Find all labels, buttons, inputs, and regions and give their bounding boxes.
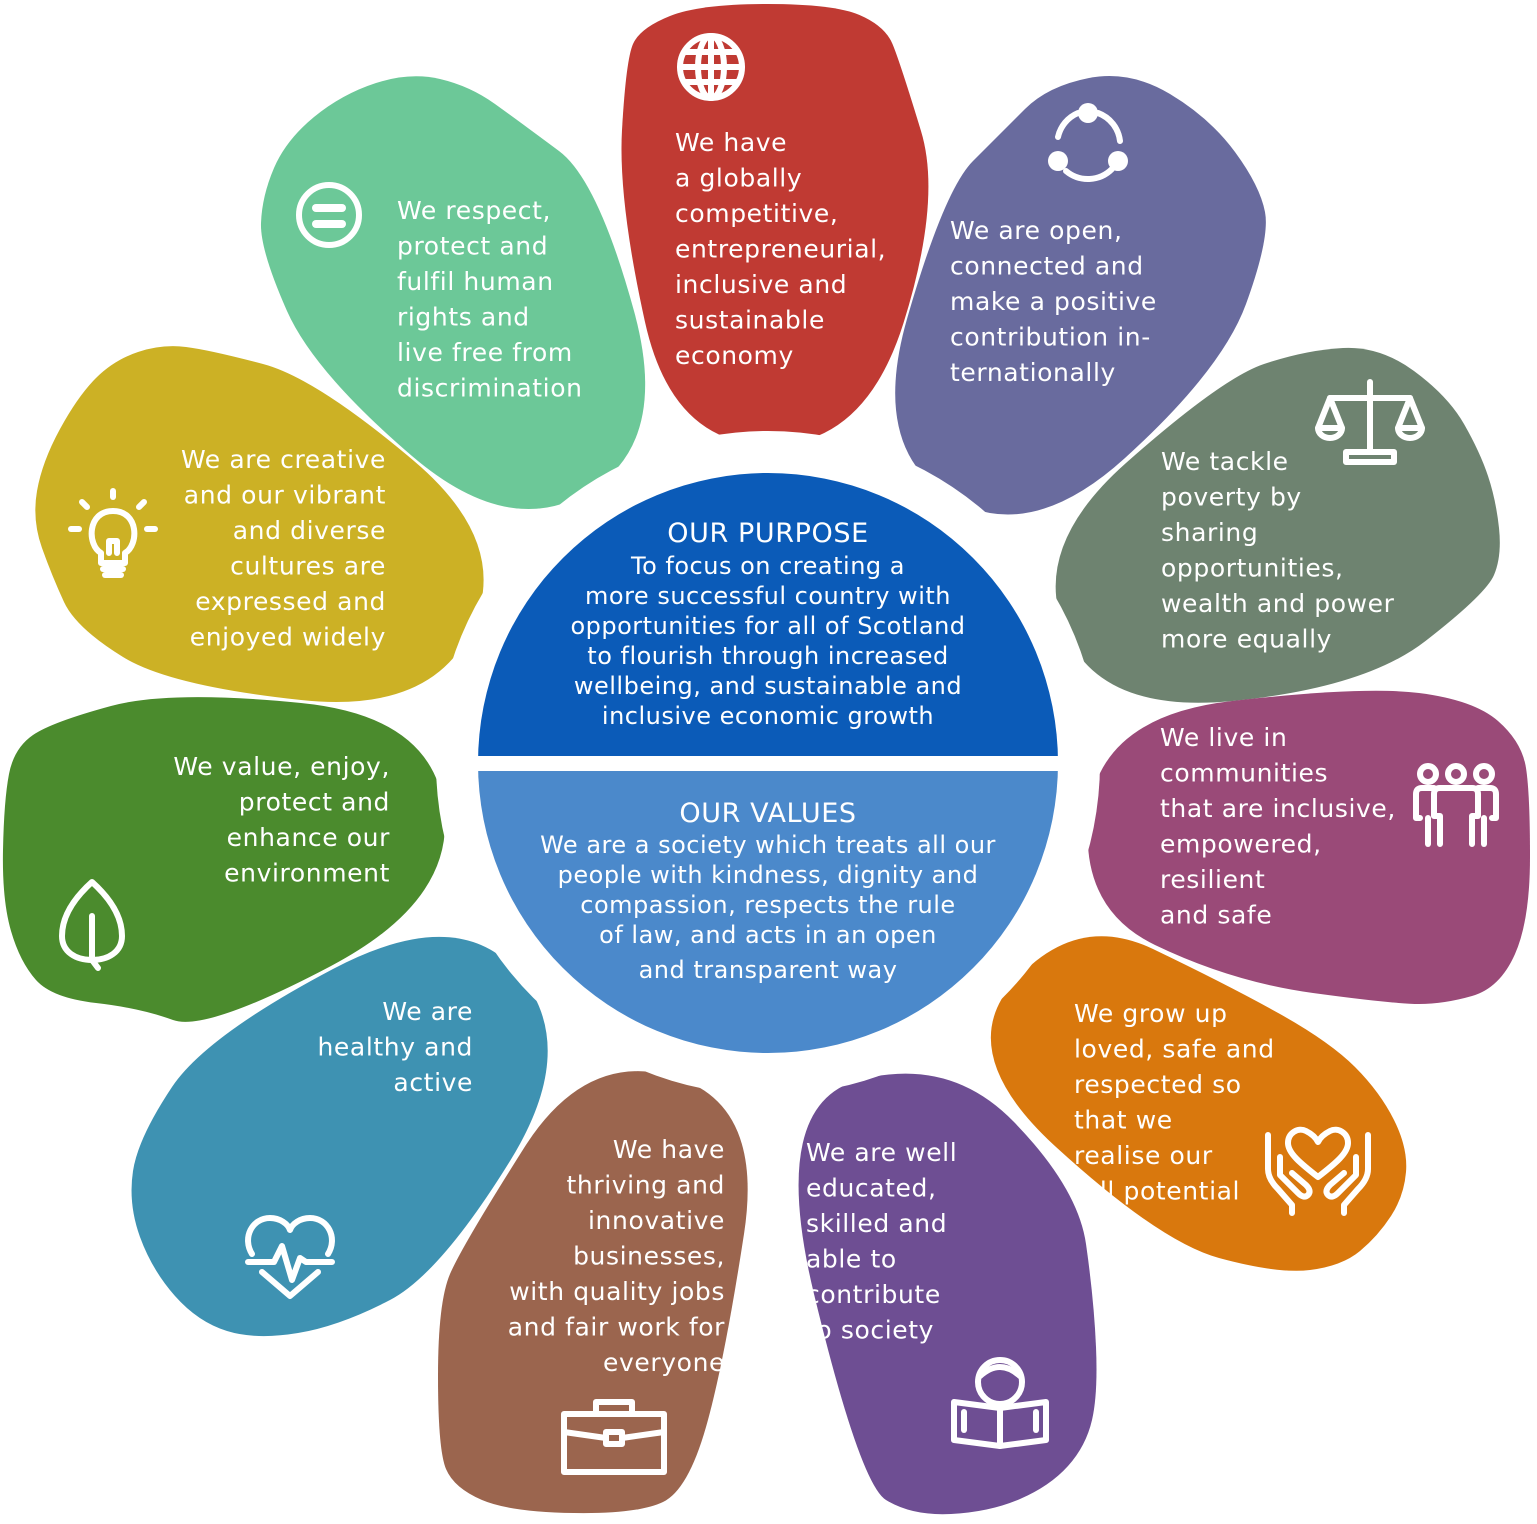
- petal-communities-line: communities: [1160, 759, 1328, 788]
- petal-culture-line: We are creative: [181, 445, 386, 474]
- petal-international: [895, 76, 1266, 515]
- petal-human-rights-line: protect and: [397, 232, 548, 261]
- values-line: We are a society which treats all our: [540, 831, 996, 859]
- petal-communities-line: that are inclusive,: [1160, 794, 1396, 823]
- petal-economy-line: entrepreneurial,: [675, 235, 886, 264]
- petal-culture-line: expressed and: [195, 587, 386, 616]
- globe-icon: [677, 33, 745, 101]
- petal-fair-work-line: innovative: [588, 1206, 725, 1235]
- petal-fair-work-line: and fair work for: [508, 1313, 725, 1342]
- petal-environment-line: enhance our: [227, 823, 390, 852]
- petal-economy-line: economy: [675, 341, 794, 370]
- petal-international-line: make a positive: [950, 287, 1157, 316]
- petal-human-rights-line: discrimination: [397, 374, 583, 403]
- purpose-line: opportunities for all of Scotland: [570, 612, 965, 640]
- values-panel: [478, 771, 1058, 1053]
- petal-children-line: loved, safe and: [1074, 1035, 1275, 1064]
- heartbeat-icon: [245, 1215, 335, 1299]
- petal-fair-work: [438, 1071, 748, 1514]
- petal-economy: [621, 4, 929, 446]
- petal-poverty-line: We tackle: [1161, 447, 1289, 476]
- people-icon: [1413, 763, 1499, 847]
- petal-culture-line: enjoyed widely: [190, 623, 386, 652]
- petal-education-line: contribute: [806, 1280, 941, 1309]
- purpose-panel: [478, 473, 1058, 756]
- values-title: OUR VALUES: [679, 798, 856, 829]
- petal-poverty-line: wealth and power: [1161, 589, 1395, 618]
- purpose-title: OUR PURPOSE: [667, 518, 869, 549]
- petal-health-line: active: [393, 1068, 473, 1097]
- petal-human-rights: [260, 76, 646, 510]
- purpose-line: inclusive economic growth: [602, 702, 934, 730]
- petal-communities-line: empowered,: [1160, 830, 1322, 859]
- petal-children-line: that we: [1074, 1106, 1173, 1135]
- lightbulb-icon: [68, 488, 158, 578]
- values-line: of law, and acts in an open: [599, 921, 937, 949]
- petal-children-line: We grow up: [1074, 999, 1228, 1028]
- petal-culture: [35, 346, 484, 702]
- petal-human-rights-line: We respect,: [397, 196, 551, 225]
- purpose-line: To focus on creating a: [630, 552, 905, 580]
- purpose-line: to flourish through increased: [587, 642, 948, 670]
- equals-icon: [296, 182, 362, 248]
- petal-fair-work-line: everyone: [603, 1348, 725, 1377]
- purpose-line: more successful country with: [585, 582, 951, 610]
- petal-economy-line: sustainable: [675, 306, 825, 335]
- petal-international-line: We are open,: [950, 216, 1123, 245]
- petal-education-line: We are well: [806, 1138, 957, 1167]
- petal-environment-line: environment: [224, 859, 390, 888]
- values-line: compassion, respects the rule: [580, 891, 955, 919]
- petal-health: [131, 936, 548, 1337]
- petal-health-line: healthy and: [317, 1033, 473, 1062]
- petal-human-rights-line: fulfil human: [397, 267, 554, 296]
- petal-health-line: We are: [382, 997, 473, 1026]
- petal-environment-line: We value, enjoy,: [173, 752, 390, 781]
- heart-hands-icon: [1265, 1126, 1371, 1216]
- petal-international-line: contribution in-: [950, 323, 1151, 352]
- petal-economy-line: a globally: [675, 164, 802, 193]
- petal-poverty-line: poverty by: [1161, 483, 1302, 512]
- petal-education-line: educated,: [806, 1174, 937, 1203]
- scales-icon: [1315, 379, 1425, 465]
- petal-fair-work-line: with quality jobs: [509, 1277, 725, 1306]
- petal-economy-line: inclusive and: [675, 270, 847, 299]
- briefcase-icon: [561, 1399, 667, 1475]
- petal-poverty-line: opportunities,: [1161, 554, 1344, 583]
- petal-fair-work-line: We have: [613, 1135, 725, 1164]
- petal-human-rights-line: rights and: [397, 303, 530, 332]
- petal-environment-line: protect and: [239, 788, 390, 817]
- petal-fair-work-line: businesses,: [573, 1242, 725, 1271]
- petal-human-rights-line: live free from: [397, 338, 573, 367]
- share-network-icon: [1048, 103, 1128, 182]
- purpose-line: wellbeing, and sustainable and: [574, 672, 962, 700]
- leaf-icon: [59, 879, 125, 971]
- petal-economy-line: We have: [675, 128, 787, 157]
- petal-communities-line: and safe: [1160, 901, 1272, 930]
- petal-education-line: able to: [806, 1245, 897, 1274]
- petal-children-line: realise our: [1074, 1141, 1213, 1170]
- petal-children-line: respected so: [1074, 1070, 1242, 1099]
- petal-culture-line: and our vibrant: [184, 481, 386, 510]
- petal-poverty: [1055, 347, 1500, 703]
- petal-poverty-line: sharing: [1161, 518, 1258, 547]
- petal-children-line: full potential: [1074, 1177, 1240, 1206]
- petal-fair-work-line: thriving and: [566, 1171, 725, 1200]
- petal-poverty-line: more equally: [1161, 625, 1332, 654]
- petal-culture-line: cultures are: [230, 552, 386, 581]
- petal-economy-line: competitive,: [675, 199, 838, 228]
- values-line: and transparent way: [639, 956, 898, 984]
- petal-communities-line: We live in: [1160, 723, 1287, 752]
- petal-international-line: connected and: [950, 252, 1144, 281]
- values-line: people with kindness, dignity and: [558, 861, 979, 889]
- petal-education-line: to society: [806, 1316, 934, 1345]
- petal-international-line: ternationally: [950, 358, 1116, 387]
- petal-culture-line: and diverse: [233, 516, 386, 545]
- petal-children: [990, 936, 1407, 1271]
- petal-environment: [2, 697, 446, 1022]
- petal-communities-line: resilient: [1160, 865, 1265, 894]
- petal-education-line: skilled and: [806, 1209, 947, 1238]
- reader-icon: [951, 1357, 1049, 1449]
